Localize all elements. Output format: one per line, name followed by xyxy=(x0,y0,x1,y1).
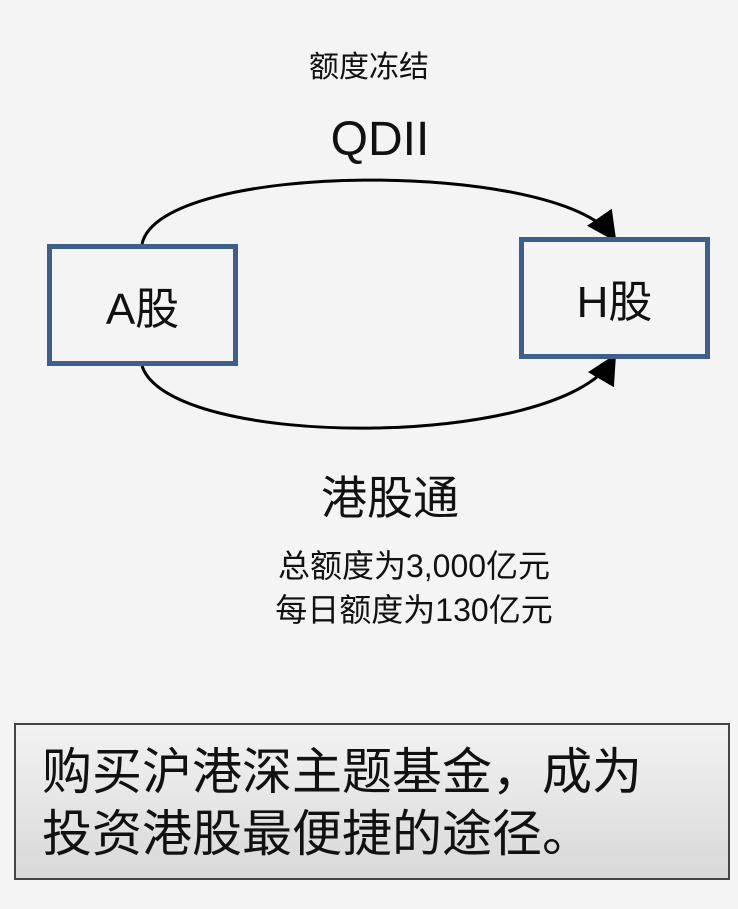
h-share-node: H股 xyxy=(519,237,710,359)
h-share-label: H股 xyxy=(576,278,653,327)
qdii-arrow xyxy=(140,178,617,245)
quota-details: 总额度为3,000亿元 每日额度为130亿元 xyxy=(0,544,738,632)
callout-line-2: 投资港股最便捷的途径。 xyxy=(42,805,592,863)
a-share-label: A股 xyxy=(105,285,180,334)
stock-connect-label: 港股通 xyxy=(321,471,459,525)
stock-connect-arrow xyxy=(140,353,617,430)
daily-quota-line: 每日额度为130亿元 xyxy=(275,592,553,628)
callout-line-1: 购买沪港深主题基金，成为 xyxy=(42,743,642,801)
qdii-label: QDII xyxy=(330,113,430,166)
total-quota-line: 总额度为3,000亿元 xyxy=(277,548,551,584)
conclusion-callout: 购买沪港深主题基金，成为 投资港股最便捷的途径。 xyxy=(14,723,730,880)
a-share-node: A股 xyxy=(47,244,238,366)
quota-freeze-label: 额度冻结 xyxy=(309,50,429,85)
